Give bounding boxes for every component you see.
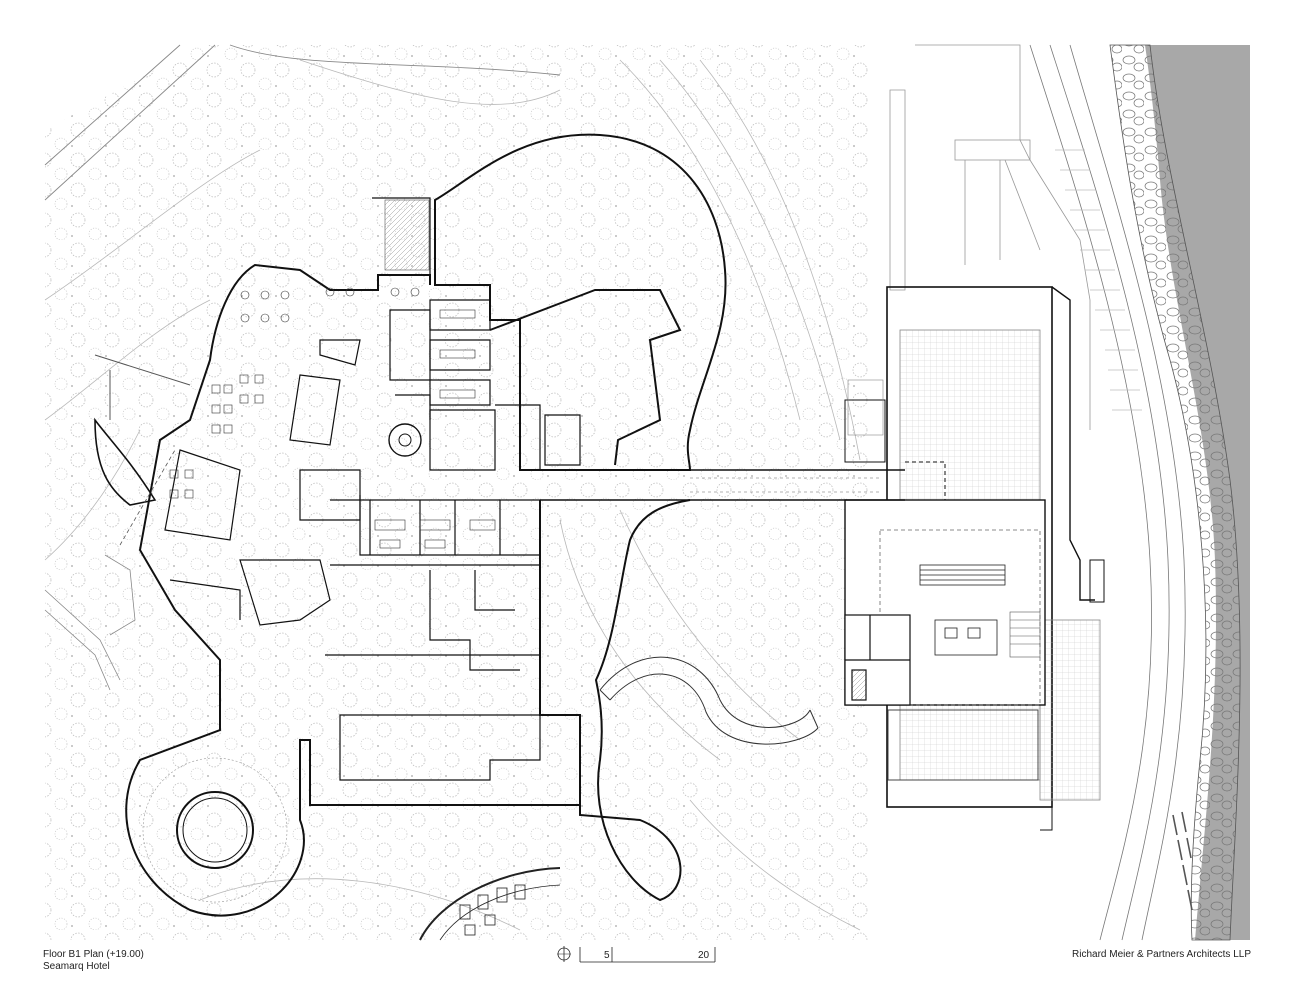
title-block-left: Floor B1 Plan (+19.00) Seamarq Hotel xyxy=(43,949,144,973)
east-wing xyxy=(844,286,1105,831)
project-name: Seamarq Hotel xyxy=(43,961,110,972)
scale-tick-5: 5 xyxy=(604,950,610,961)
scale-tick-20: 20 xyxy=(698,950,710,961)
landscape-terrain xyxy=(44,44,870,940)
scale-bar: 5 20 xyxy=(557,946,716,963)
main-building xyxy=(94,133,727,917)
sea-edge xyxy=(1029,44,1250,941)
parking-area xyxy=(889,44,1142,430)
title-block-right: Richard Meier & Partners Architects LLP xyxy=(1072,949,1251,961)
west-access-path xyxy=(44,554,136,691)
architect-credit: Richard Meier & Partners Architects LLP xyxy=(1072,949,1251,960)
north-arrow-icon xyxy=(557,946,571,962)
curved-ramp xyxy=(599,656,819,745)
plan-title: Floor B1 Plan (+19.00) xyxy=(43,949,144,960)
amphitheatre-arc xyxy=(419,867,561,941)
